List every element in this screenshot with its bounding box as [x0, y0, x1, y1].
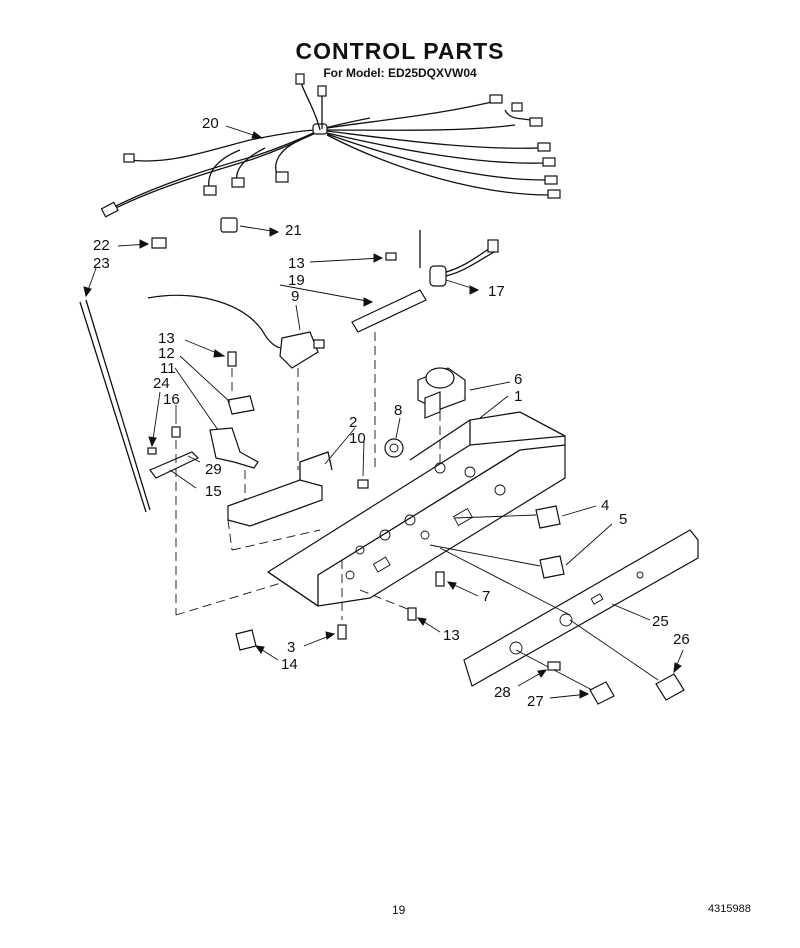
callout-19: 19	[288, 272, 305, 289]
callout-9: 9	[291, 288, 300, 305]
screw-7	[435, 571, 445, 587]
callout-13-top: 13	[288, 255, 305, 272]
callout-6: 6	[514, 371, 523, 388]
callout-27: 27	[527, 693, 544, 710]
bracket-2	[227, 479, 323, 527]
defrost-timer	[417, 367, 466, 419]
callout-20: 20	[202, 115, 219, 132]
callout-14: 14	[281, 656, 298, 673]
wiring-harness	[100, 73, 561, 218]
screw-13-bottom	[407, 607, 417, 621]
grommet-8	[384, 438, 404, 458]
bracket-12	[227, 395, 255, 415]
screw-10	[357, 479, 369, 489]
control-thermostat-11	[209, 427, 259, 469]
switch-5	[539, 555, 565, 579]
knob-27	[589, 681, 615, 705]
lever-15	[149, 451, 200, 479]
callout-13-bottom: 13	[443, 627, 460, 644]
callout-10: 10	[349, 430, 366, 447]
knob-26	[655, 673, 685, 701]
defrost-heater	[351, 289, 427, 333]
clip-21-part	[220, 217, 238, 233]
screw-16	[171, 426, 181, 438]
callout-22: 22	[93, 237, 110, 254]
control-housing	[266, 411, 566, 607]
callout-4: 4	[601, 497, 610, 514]
screw-13-mid	[227, 351, 237, 367]
page-number: 19	[392, 903, 406, 917]
callout-28: 28	[494, 684, 511, 701]
callout-15: 15	[205, 483, 222, 500]
callout-26: 26	[673, 631, 690, 648]
callout-12: 12	[158, 345, 175, 362]
callout-24: 24	[153, 375, 170, 392]
callout-5: 5	[619, 511, 628, 528]
callout-23: 23	[93, 255, 110, 272]
callout-29: 29	[205, 461, 222, 478]
callout-8: 8	[394, 402, 403, 419]
clip-24	[147, 447, 157, 455]
callout-3: 3	[287, 639, 296, 656]
clip-14	[235, 629, 257, 651]
model-subtitle: For Model: ED25DQXVW04	[323, 66, 477, 80]
clip-28	[547, 661, 561, 671]
document-number: 4315988	[708, 903, 751, 915]
switch-4	[535, 505, 561, 529]
callout-2: 2	[349, 414, 358, 431]
callout-17: 17	[488, 283, 505, 300]
page-title: CONTROL PARTS	[295, 38, 505, 64]
bimetal-thermostat	[279, 331, 319, 369]
callout-7: 7	[482, 588, 491, 605]
callout-21: 21	[285, 222, 302, 239]
callout-11: 11	[160, 360, 176, 377]
screw-3	[337, 624, 347, 640]
capacitor-part	[429, 265, 447, 287]
clip-22-part	[151, 237, 167, 249]
callout-1: 1	[514, 388, 523, 405]
callout-16: 16	[163, 391, 180, 408]
screw-13-top	[385, 252, 397, 261]
callout-13-mid: 13	[158, 330, 175, 347]
callout-25: 25	[652, 613, 669, 630]
control-panel-bezel	[463, 529, 699, 687]
